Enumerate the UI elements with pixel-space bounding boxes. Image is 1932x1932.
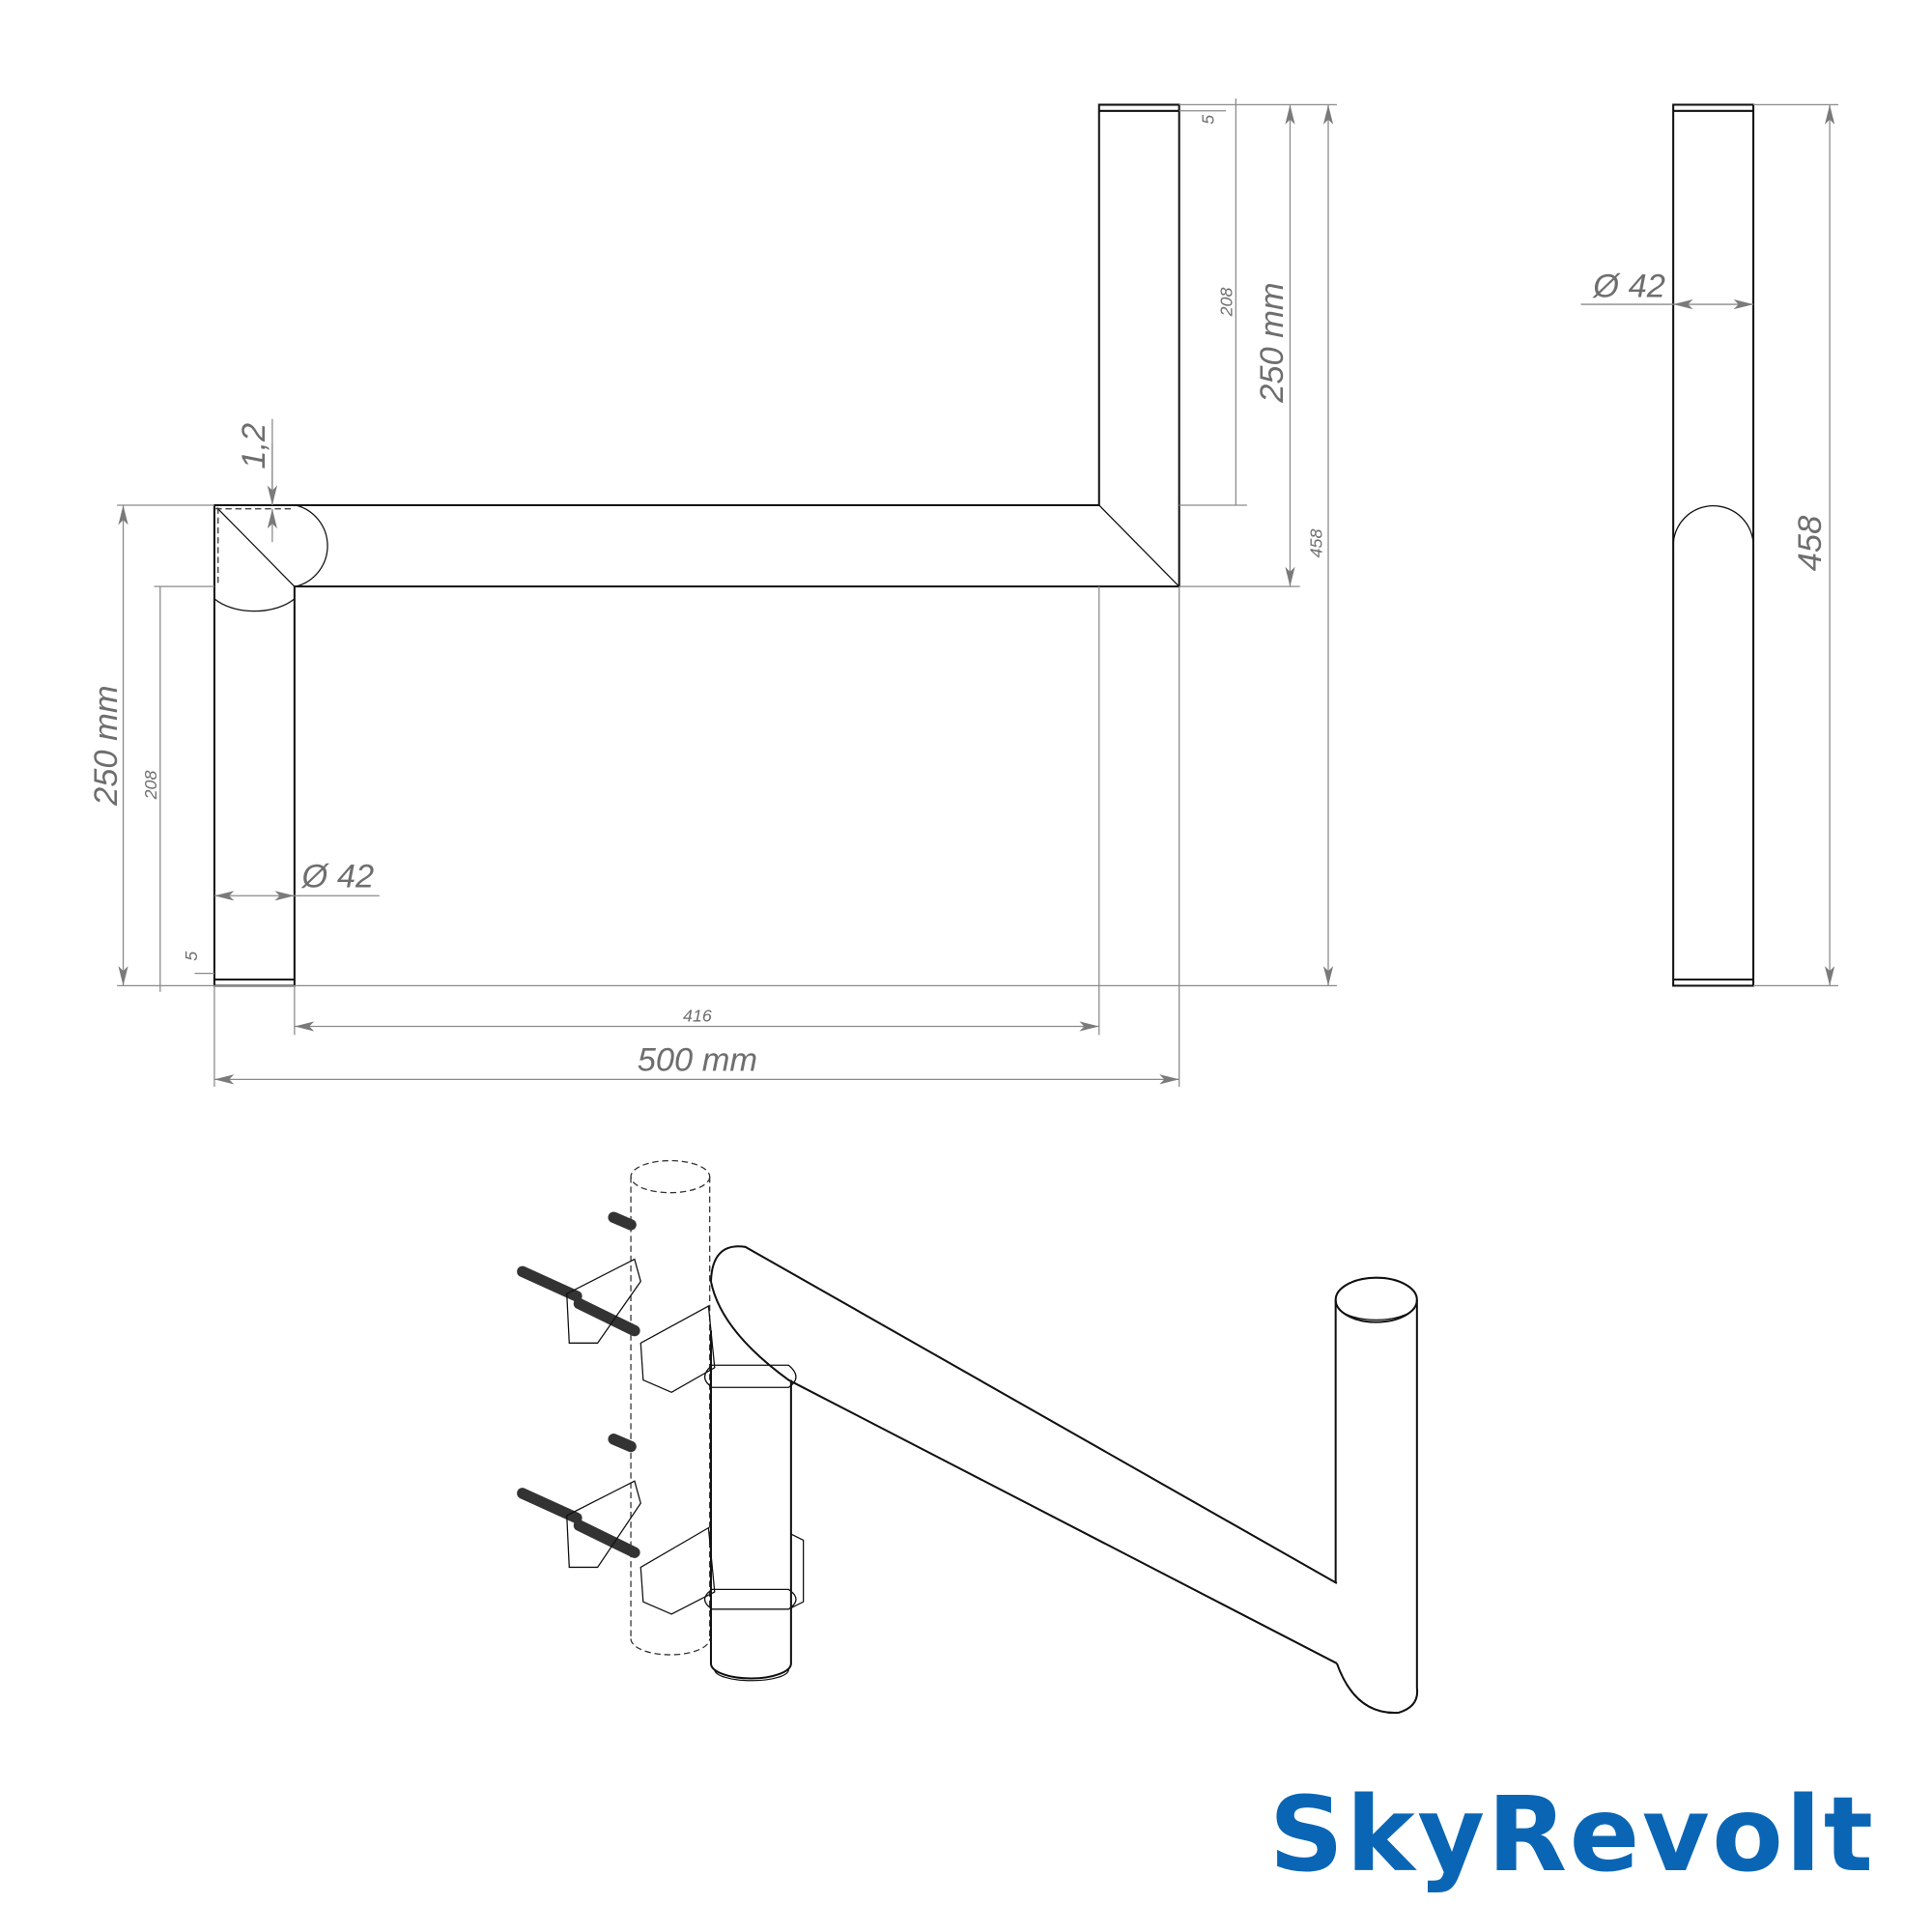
skyrevolt-logo: SkyRevolt — [1269, 1776, 1876, 1895]
side-tube — [1672, 103, 1755, 987]
inner-width-label: 416 — [683, 1006, 712, 1025]
left-bend-arc-right — [295, 504, 328, 587]
total-height-label: 458 — [1307, 529, 1326, 558]
left-cap-label: 5 — [182, 952, 201, 961]
bracket-arm — [709, 1245, 1338, 1664]
right-height-label: 250 mm — [1254, 282, 1291, 403]
side-height-label: 458 — [1792, 516, 1829, 571]
extension-lines — [117, 103, 1337, 1087]
clamps — [566, 1258, 805, 1615]
left-diameter-label: Ø 42 — [301, 858, 375, 895]
right-cap-label: 5 — [1198, 115, 1217, 125]
left-bend-arc-bottom — [213, 598, 296, 612]
side-bend-arch — [1672, 505, 1754, 547]
right-miter-line — [1098, 504, 1180, 587]
wall-thickness-label: 1,2 — [236, 423, 272, 469]
left-miter-line — [216, 507, 296, 587]
bracket-outline — [213, 103, 1180, 987]
right-inner-label: 208 — [1217, 288, 1236, 318]
threaded-rods — [517, 1211, 640, 1558]
bracket-outer-tube — [1334, 1276, 1419, 1714]
mast-dashed — [630, 1159, 711, 1656]
bracket-mast-tube — [709, 1330, 792, 1682]
side-diameter-label: Ø 42 — [1592, 268, 1665, 304]
left-height-label: 250 mm — [88, 686, 125, 807]
isometric-view — [517, 1159, 1419, 1714]
side-view: Ø 42 458 — [1580, 103, 1839, 987]
left-inner-label: 208 — [141, 771, 160, 801]
total-width-label: 500 mm — [638, 1041, 757, 1078]
front-view: 250 mm 208 5 1,2 Ø 42 416 500 mm 5 208 2… — [88, 99, 1337, 1087]
